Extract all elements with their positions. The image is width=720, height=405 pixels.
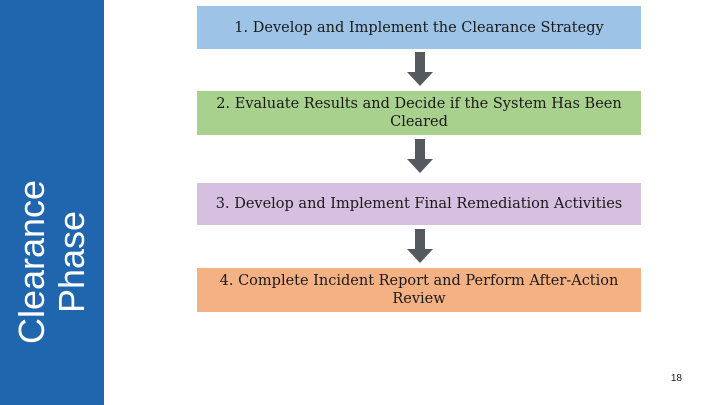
page-number: 18 bbox=[670, 373, 682, 384]
down-arrow-icon bbox=[407, 139, 433, 173]
down-arrow-icon bbox=[407, 229, 433, 263]
section-title-line-2: Phase bbox=[51, 210, 92, 314]
step-1-box: 1. Develop and Implement the Clearance S… bbox=[197, 6, 641, 49]
section-title-line-1: Clearance bbox=[11, 179, 52, 345]
section-title: Clearance Phase bbox=[11, 179, 92, 345]
down-arrow-icon bbox=[407, 52, 433, 86]
step-4-box: 4. Complete Incident Report and Perform … bbox=[197, 268, 641, 312]
section-sidebar: Clearance Phase bbox=[0, 0, 104, 405]
step-3-box: 3. Develop and Implement Final Remediati… bbox=[197, 183, 641, 225]
step-2-box: 2. Evaluate Results and Decide if the Sy… bbox=[197, 91, 641, 135]
